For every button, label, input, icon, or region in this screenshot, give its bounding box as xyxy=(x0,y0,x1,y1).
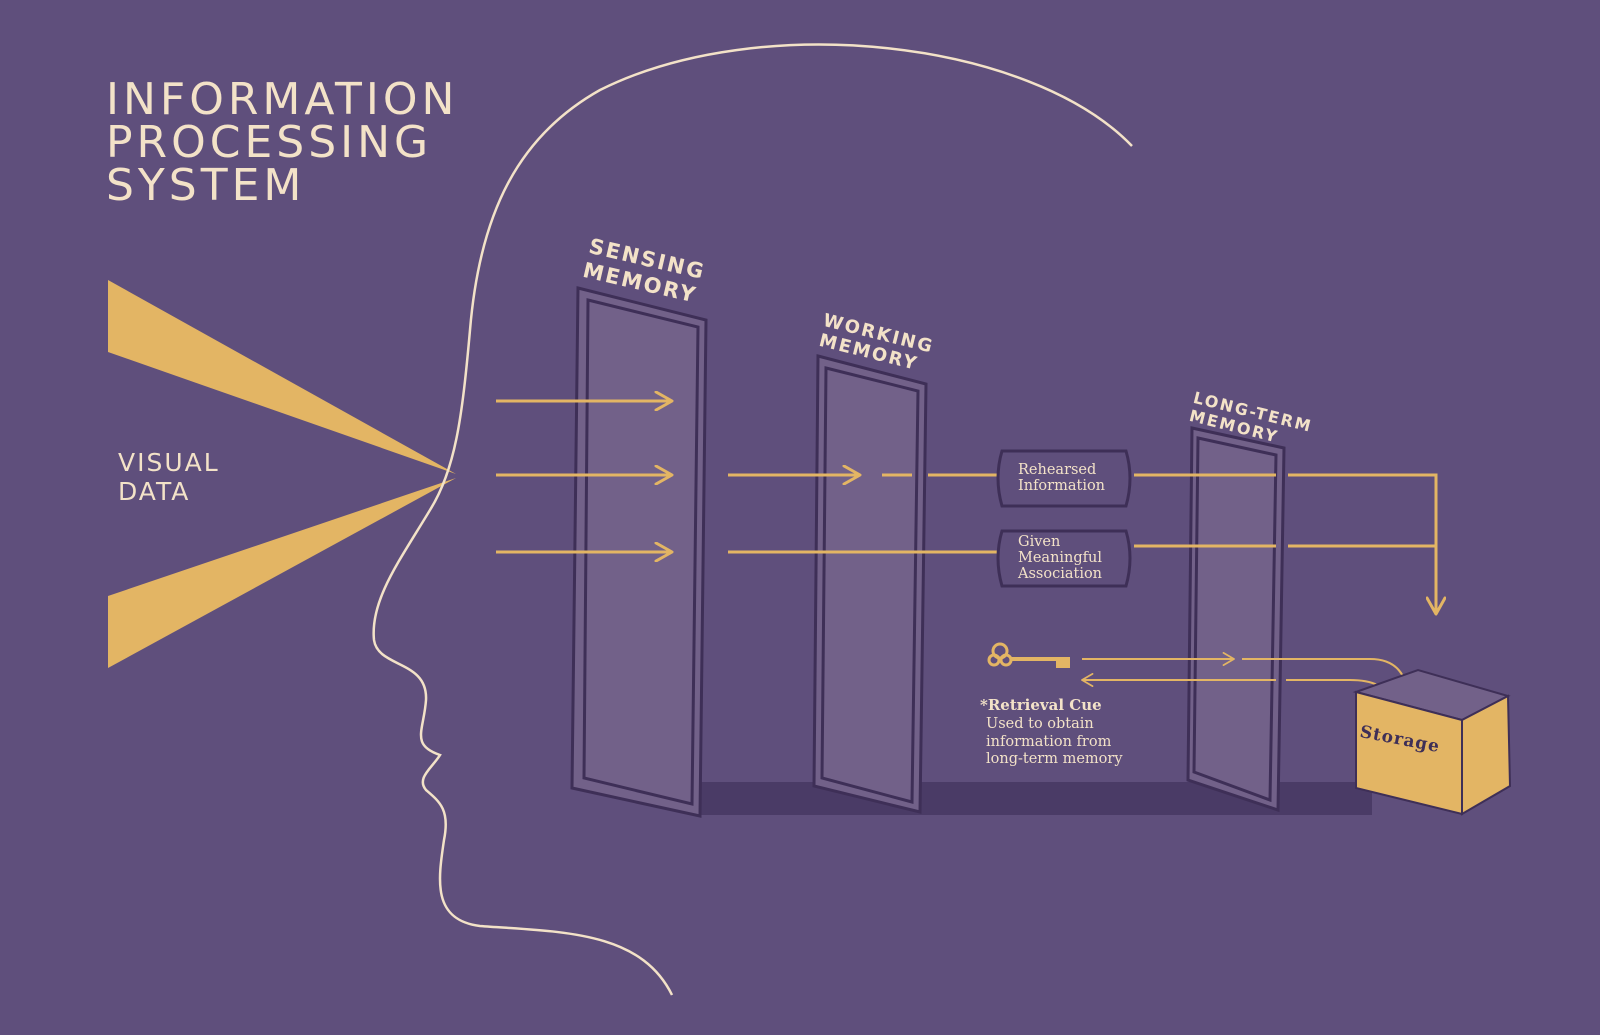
head-outline xyxy=(372,43,1133,996)
retrieval-cue-description: Used to obtain information from long-ter… xyxy=(986,716,1123,769)
rehearsed-information-text: Rehearsed Information xyxy=(1018,462,1105,494)
meaningful-line-3: Association xyxy=(1018,566,1103,582)
rehearsed-information-pill xyxy=(996,449,1132,508)
visual-beam-bottom xyxy=(108,478,456,668)
retrieval-desc-line-2: information from xyxy=(986,733,1112,750)
to-storage-arrow xyxy=(1288,473,1436,614)
working-memory-panel xyxy=(812,354,928,814)
meaningful-association-pill xyxy=(996,529,1132,588)
visual-data-label-line-2: DATA xyxy=(118,477,191,506)
retrieval-desc-line-3: long-term memory xyxy=(986,751,1123,767)
retrieval-desc-line-1: Used to obtain xyxy=(986,716,1094,732)
retrieval-cue-title: *Retrieval Cue xyxy=(980,696,1102,714)
visual-beam-top xyxy=(108,280,456,474)
long-term-memory-panel xyxy=(1186,426,1286,813)
meaningful-line-2: Meaningful xyxy=(1018,550,1103,566)
meaningful-association-text: Given Meaningful Association xyxy=(1018,534,1102,582)
storage-box xyxy=(1352,668,1512,816)
page-title-line-1: INFORMATION xyxy=(106,74,459,125)
page-title-line-3: SYSTEM xyxy=(106,160,306,211)
meaningful-line-1: Given xyxy=(1018,534,1061,550)
visual-data-label-line-1: VISUAL xyxy=(118,448,220,477)
rehearsed-line-1: Rehearsed xyxy=(1018,462,1097,478)
key-icon xyxy=(987,642,1070,668)
page-title-line-2: PROCESSING xyxy=(106,117,433,168)
rehearsed-line-2: Information xyxy=(1018,478,1106,494)
